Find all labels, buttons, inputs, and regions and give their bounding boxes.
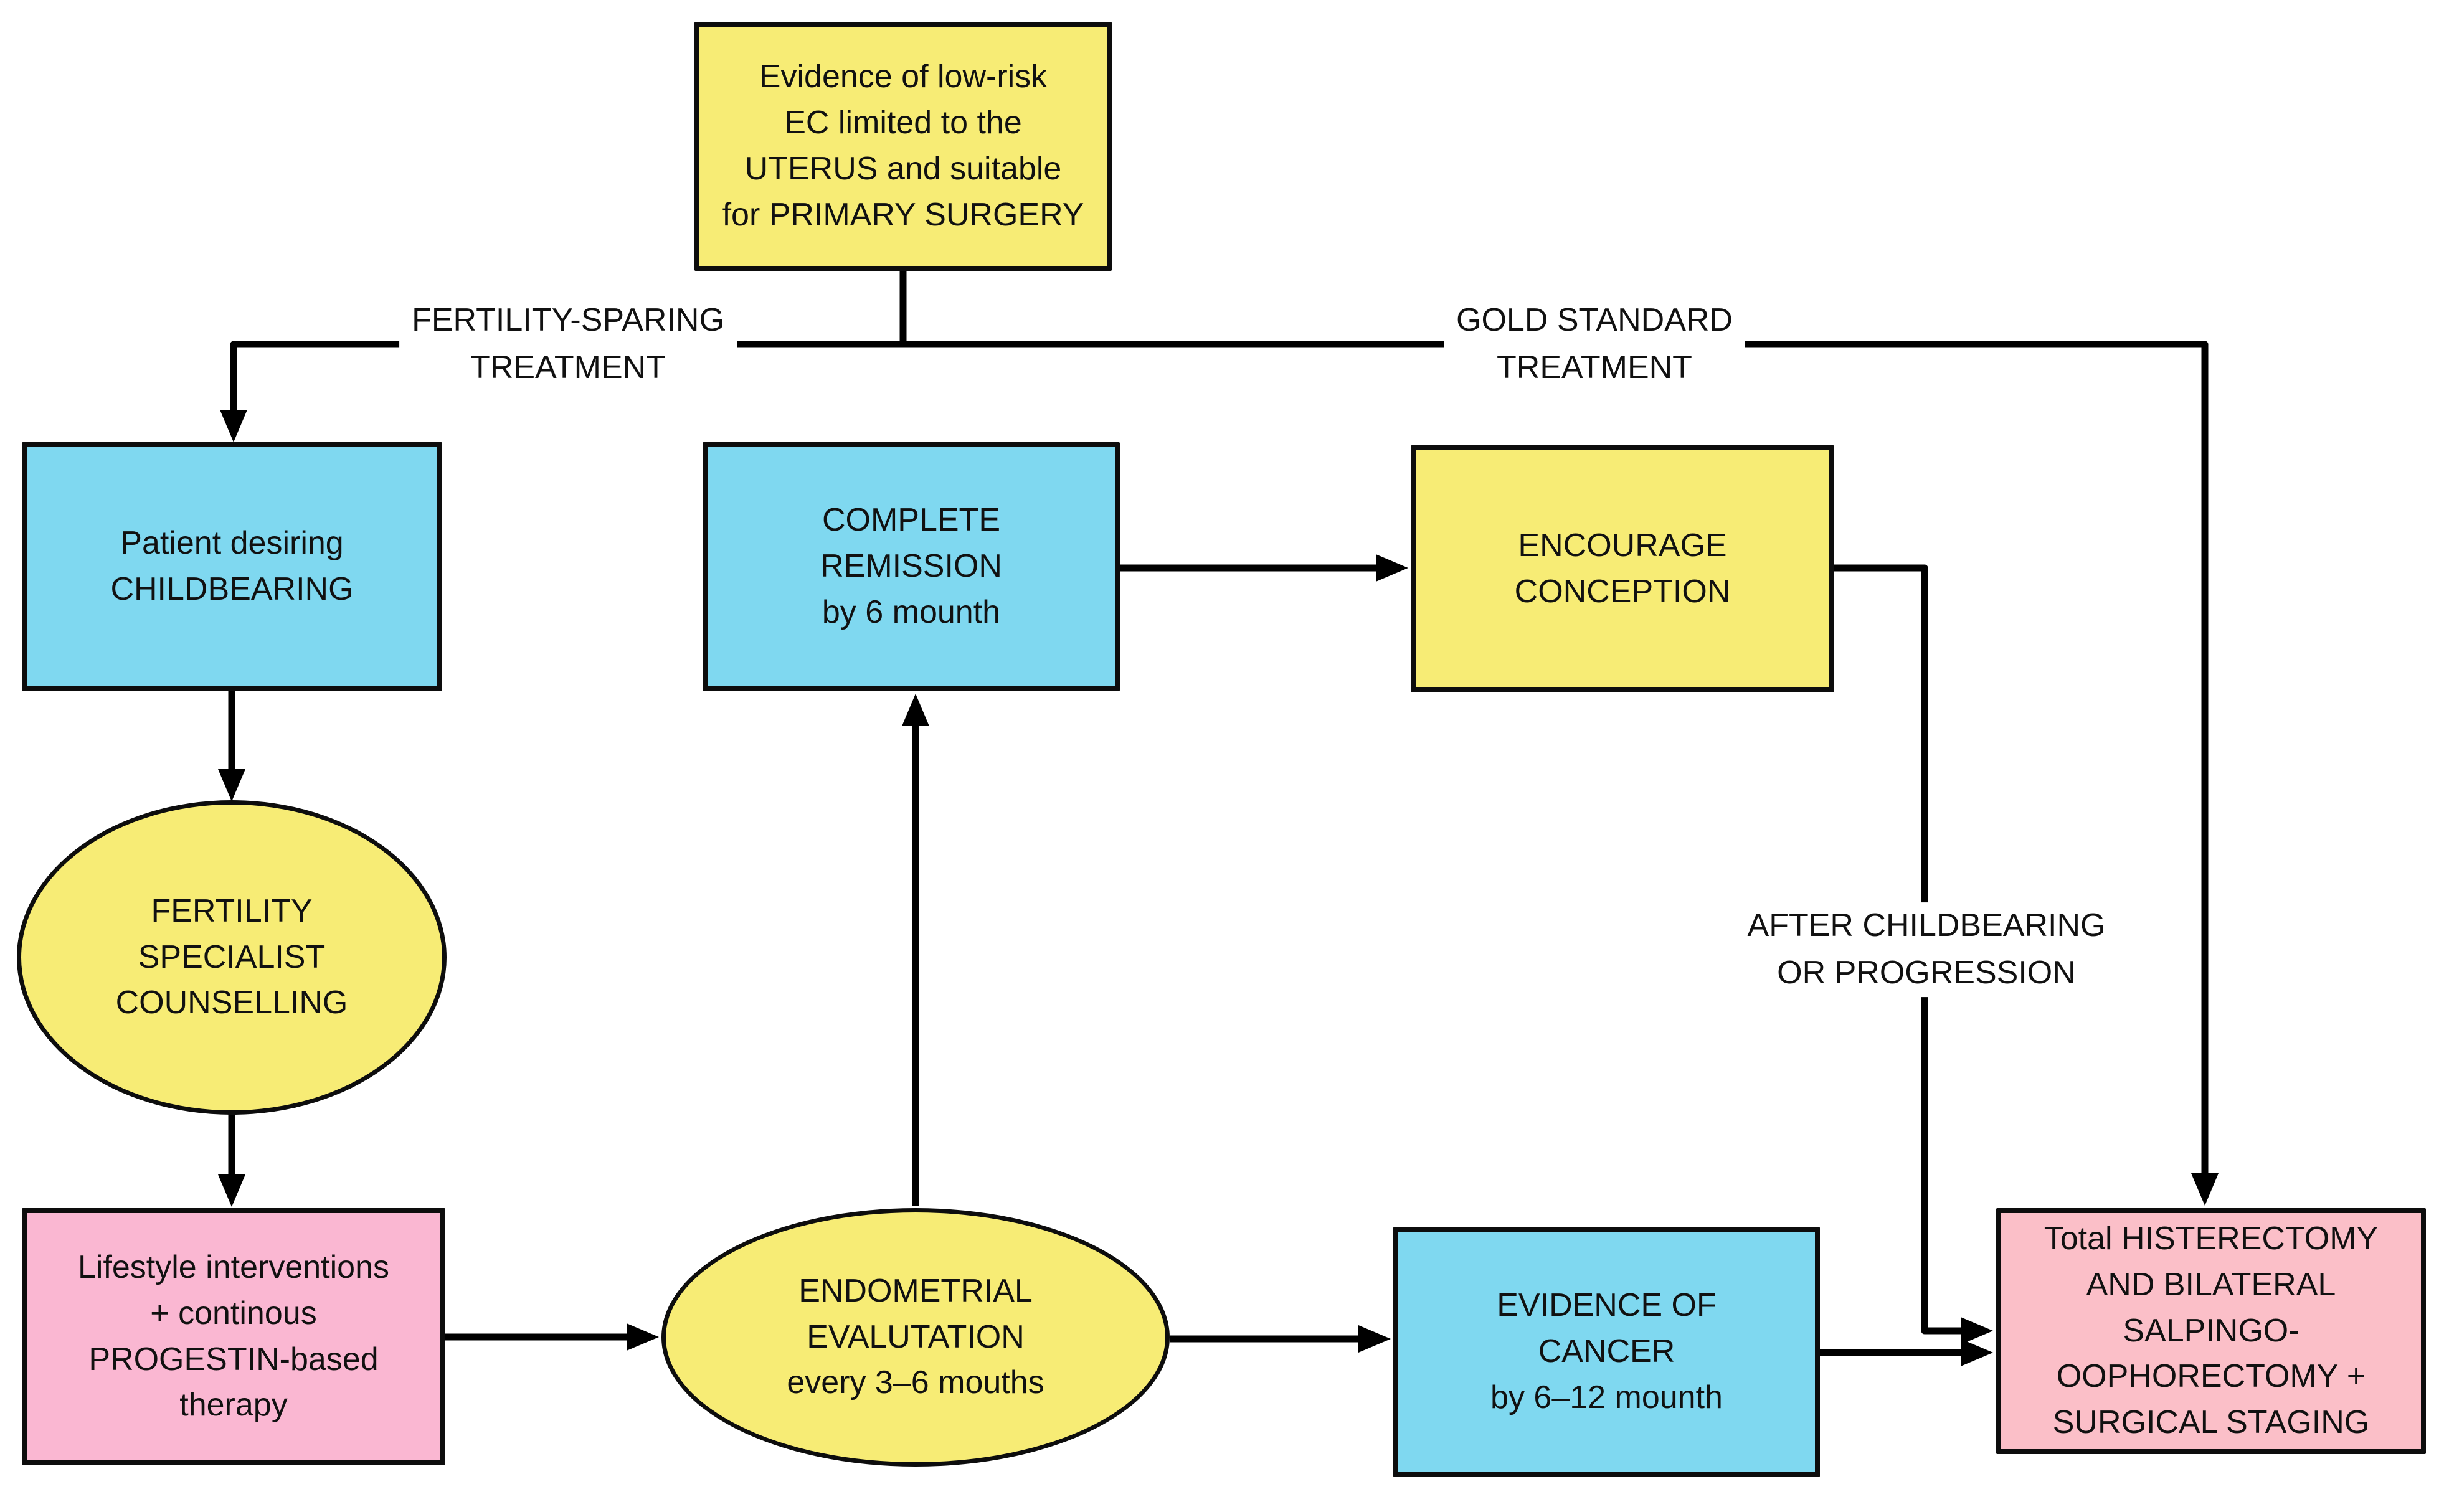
connector-branch-trunk bbox=[230, 341, 2209, 1177]
node-evidence-of-cancer: EVIDENCE OF CANCER by 6–12 mounth bbox=[1393, 1227, 1820, 1477]
label-after-childbearing-or-progression: AFTER CHILDBEARING OR PROGRESSION bbox=[1735, 902, 2118, 997]
node-fertility-specialist-counselling: FERTILITY SPECIALIST COUNSELLING bbox=[17, 800, 447, 1115]
arrowhead-into-cancer bbox=[1358, 1325, 1391, 1353]
arrowhead-into-surgery-top bbox=[2191, 1173, 2219, 1206]
arrowhead-into-patient bbox=[220, 410, 247, 442]
label-fertility-sparing-treatment: FERTILITY-SPARING TREATMENT bbox=[399, 297, 737, 392]
node-patient-desiring-childbearing: Patient desiring CHILDBEARING bbox=[22, 442, 442, 691]
arrowhead-into-evaluation bbox=[627, 1323, 659, 1351]
node-complete-remission: COMPLETE REMISSION by 6 mounth bbox=[703, 442, 1120, 691]
arrowhead-into-surgery-left-lower bbox=[1961, 1339, 1993, 1366]
node-evidence-low-risk-ec: Evidence of low-risk EC limited to the U… bbox=[694, 22, 1112, 271]
node-total-hysterectomy-surgical-staging: Total HISTERECTOMY AND BILATERAL SALPING… bbox=[1996, 1208, 2426, 1454]
arrowhead-into-remission bbox=[902, 694, 929, 726]
arrowhead-into-conception bbox=[1376, 554, 1408, 582]
arrowhead-into-counselling bbox=[218, 769, 245, 801]
label-gold-standard-treatment: GOLD STANDARD TREATMENT bbox=[1444, 297, 1745, 392]
arrowhead-into-surgery-left-upper bbox=[1961, 1317, 1993, 1344]
node-lifestyle-progestin-therapy: Lifestyle interventions + continous PROG… bbox=[22, 1208, 445, 1465]
node-endometrial-evaluation: ENDOMETRIAL EVALUTATION every 3–6 mouths bbox=[661, 1208, 1170, 1467]
node-encourage-conception: ENCOURAGE CONCEPTION bbox=[1411, 445, 1834, 692]
arrowhead-into-lifestyle bbox=[218, 1174, 245, 1207]
